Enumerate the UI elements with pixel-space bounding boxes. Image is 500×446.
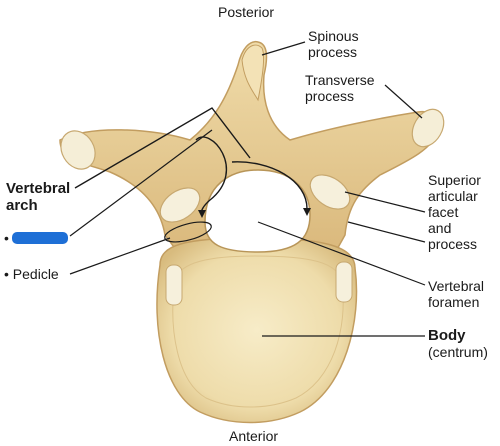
arch-arrow-right [231, 161, 308, 211]
label-superior-articular: Superior articular facet and process [428, 172, 481, 252]
pedicle-loop [164, 221, 212, 243]
left-transverse-facet [60, 130, 96, 170]
label-body-centrum: (centrum) [428, 344, 488, 360]
vertebral-body [156, 237, 358, 424]
label-pedicle: Pedicle [4, 266, 59, 282]
label-redacted-bullet [4, 230, 9, 246]
redaction-marker [12, 232, 68, 244]
leader-redacted [69, 129, 213, 237]
label-posterior: Posterior [218, 4, 275, 20]
right-pedicle-facet [335, 261, 353, 303]
right-transverse-facet [411, 108, 445, 148]
left-superior-articular-facet [159, 187, 201, 223]
leader-spinous [261, 41, 306, 56]
label-anterior: Anterior [229, 428, 279, 444]
spinous-process-shape [241, 44, 265, 102]
label-vertebral-foramen: Vertebral foramen [428, 278, 485, 310]
leader-transverse [384, 84, 423, 119]
leader-pedicle [69, 237, 171, 275]
leader-superior-articular [344, 191, 426, 213]
label-body-title: Body [428, 327, 466, 344]
right-superior-articular-facet [309, 174, 351, 210]
label-vertebral-arch: Vertebral arch [6, 180, 71, 214]
label-transverse-process: Transverse process [305, 72, 375, 104]
body-rim [172, 255, 344, 408]
label-spinous-process: Spinous process [308, 28, 359, 60]
left-pedicle-facet [165, 264, 183, 306]
arch-arrowhead-right [303, 208, 311, 216]
label-body: Body (centrum) [428, 327, 488, 361]
leader-superior-articular-process [347, 221, 426, 243]
arch-arrowhead-left [198, 210, 206, 218]
leader-vertebral-foramen [257, 221, 426, 286]
vertebral-arch-bracket [74, 107, 251, 189]
